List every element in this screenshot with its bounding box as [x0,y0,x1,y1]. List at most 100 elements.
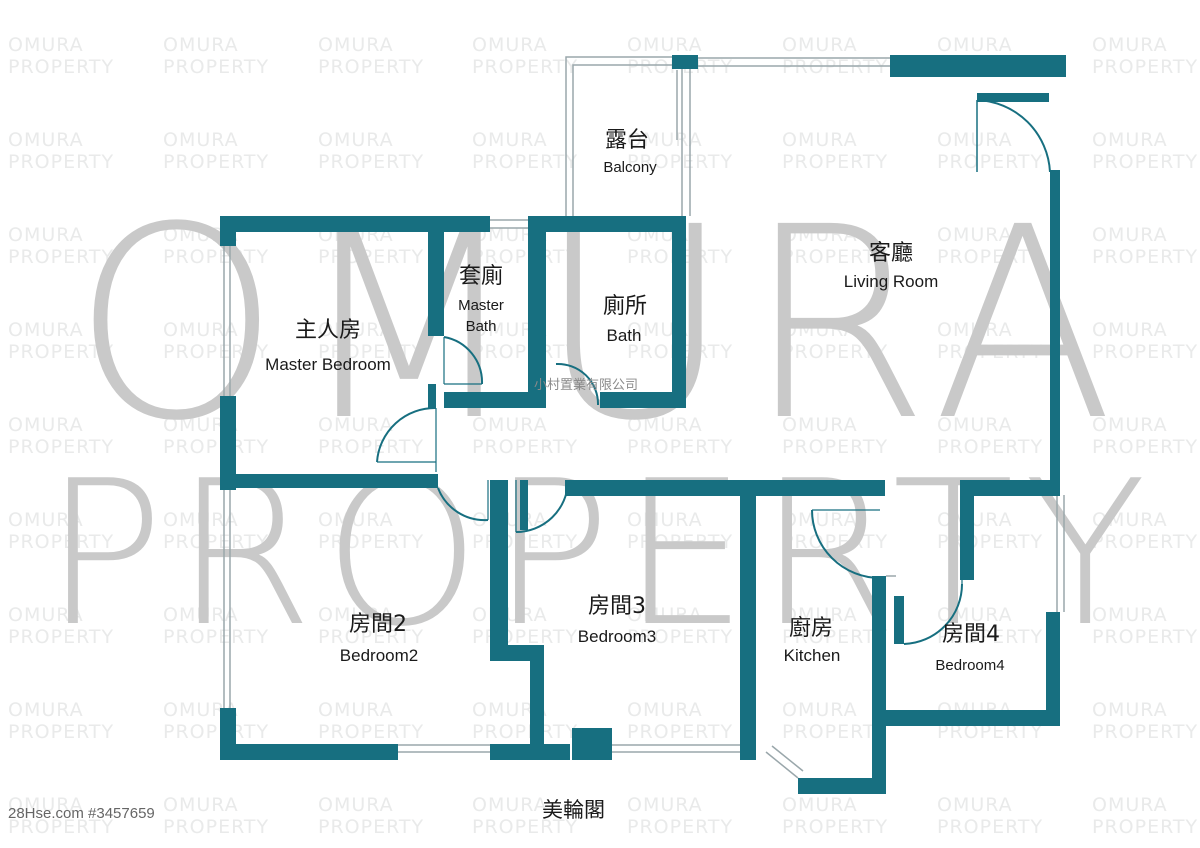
wall [977,93,1049,102]
watermark-tile-brand: OMURA [472,129,548,151]
wall [894,596,904,644]
watermark-tile-brand: OMURA [627,604,703,626]
wall [798,778,886,794]
wall [220,396,236,490]
wall [600,392,686,408]
watermark-tile-property: PROPERTY [472,246,579,268]
balcony-label-zh: 露台 [604,128,650,153]
bedroom2-label-zh: 房間2 [349,612,407,637]
watermark-tile-property: PROPERTY [937,151,1044,173]
balcony-label-en: Balcony [603,159,657,176]
watermark-tile-property: PROPERTY [8,721,115,743]
watermark-tile-property: PROPERTY [937,341,1044,363]
bath-label-zh: 廁所 [602,294,648,319]
windows [223,56,1065,779]
bath-label-en: Bath [606,326,642,345]
watermark-tile-brand: OMURA [163,604,239,626]
watermark-tile-property: PROPERTY [8,341,115,363]
watermark-tile-property: PROPERTY [1092,151,1199,173]
watermark-tile-brand: OMURA [163,509,239,531]
watermark-tile-brand: OMURA [782,794,858,816]
wall [960,480,974,580]
wall [886,710,1060,726]
wall [490,645,530,661]
watermark-tile-brand: OMURA [627,509,703,531]
bedroom3-door-swing [515,481,569,533]
watermark-tile-property: PROPERTY [8,436,115,458]
watermark-tile-brand: OMURA [8,414,84,436]
listing-reference: 28Hse.com #3457659 [8,805,155,822]
watermark-tile-brand: OMURA [318,794,394,816]
watermark-tile-property: PROPERTY [1092,531,1199,553]
bedroom3-window-bottom [612,744,740,753]
watermark-tile-property: PROPERTY [937,816,1044,838]
watermark-tile-property: PROPERTY [318,436,425,458]
watermark-tile-property: PROPERTY [8,626,115,648]
bedroom4-door-swing [903,583,963,645]
watermark-tile-property: PROPERTY [8,151,115,173]
wall [428,216,444,336]
watermark-tile-property: PROPERTY [782,721,889,743]
watermark-tile-brand: OMURA [8,794,84,816]
watermark-tile-brand: OMURA [1092,319,1168,341]
watermark-tile-brand: OMURA [8,319,84,341]
watermark-tile-brand: OMURA [1092,34,1168,56]
living-room-label-en: Living Room [843,272,939,291]
watermark-tile-brand: OMURA [782,224,858,246]
watermark-tile-property: PROPERTY [8,531,115,553]
watermark-tile-property: PROPERTY [8,816,115,838]
watermark-tile-brand: OMURA [163,224,239,246]
watermark-tile-property: PROPERTY [782,56,889,78]
watermark-tile-brand: OMURA [937,414,1013,436]
watermark-tile-brand: OMURA [627,34,703,56]
watermark-tile-brand: OMURA [472,34,548,56]
watermark-tile-property: PROPERTY [1092,436,1199,458]
watermark-tile-brand: OMURA [8,699,84,721]
watermark-tile-property: PROPERTY [782,626,889,648]
wall [740,496,756,760]
watermark-tile-property: PROPERTY [163,56,270,78]
bedroom2-window [223,490,231,710]
living-room-label-zh: 客廳 [868,241,914,266]
bath-door-swing [555,362,600,406]
watermark-tile-brand: OMURA [782,414,858,436]
watermark-tile-property: PROPERTY [318,721,425,743]
watermark-tile-brand: OMURA [782,34,858,56]
bedroom2-label-en: Bedroom2 [339,646,419,665]
watermark-tile-brand: OMURA [937,129,1013,151]
watermark-tile-brand: OMURA [937,794,1013,816]
wall [490,480,508,660]
watermark-tile-brand: OMURA [627,129,703,151]
watermark-large-brand: OMURA [72,171,1128,479]
wall [890,55,1066,77]
watermark-tile-property: PROPERTY [318,151,425,173]
watermark-tile-property: PROPERTY [937,436,1044,458]
watermark-tile-property: PROPERTY [1092,56,1199,78]
watermark-tile-brand: OMURA [937,509,1013,531]
watermark-tile-brand: OMURA [318,34,394,56]
wall [565,480,885,496]
watermark-tile-property: PROPERTY [782,151,889,173]
master-bedroom-label-en: Master Bedroom [265,355,391,374]
watermark-tile-brand: OMURA [163,794,239,816]
watermark-tile-property: PROPERTY [627,721,734,743]
watermark-tile-property: PROPERTY [163,151,270,173]
watermark-tile-property: PROPERTY [318,816,425,838]
kitchen-label-zh: 廚房 [788,616,834,641]
wall [672,55,698,69]
watermark-tile-property: PROPERTY [472,721,579,743]
master-bedroom-door-swing [376,406,437,463]
watermark-tile-property: PROPERTY [163,531,270,553]
watermark-tile-property: PROPERTY [163,341,270,363]
watermark-tile-brand: OMURA [8,129,84,151]
watermark-tile-property: PROPERTY [782,246,889,268]
entry-door-swing [976,99,1051,173]
watermark-tile-property: PROPERTY [1092,721,1199,743]
kitchen-label-en: Kitchen [783,646,841,665]
wall [872,576,886,792]
balcony-railing [565,56,691,216]
wall [220,216,490,232]
watermark-tile-brand: OMURA [782,699,858,721]
